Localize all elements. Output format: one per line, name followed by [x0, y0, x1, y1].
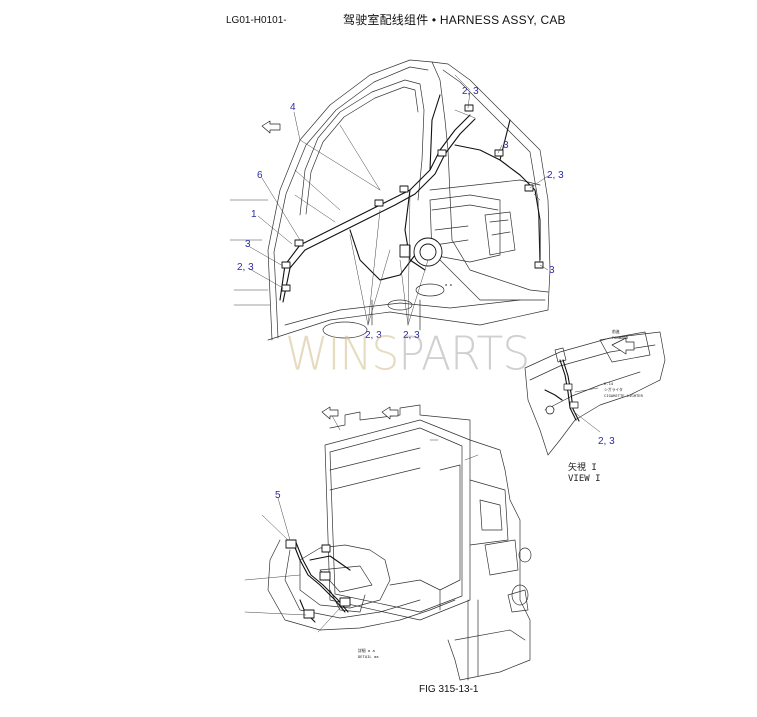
- callout-2-3: 2, 3: [598, 436, 615, 447]
- callout-3: 3: [549, 265, 555, 276]
- detail-aa-wires: [291, 539, 351, 623]
- callout-3: 3: [503, 140, 509, 151]
- figure-number: FIG 315-13-1: [419, 684, 479, 695]
- forward-en: FORWARD: [612, 335, 629, 340]
- diagram-labels: E-14 シガライタ CIGARETTE LIGHTER 前進 FORWARD …: [358, 282, 644, 659]
- callout-3: 3: [245, 239, 251, 250]
- watermark-logo: WINSPARTS: [285, 327, 530, 382]
- callout-2-3: 2, 3: [365, 330, 382, 341]
- detail-arrow-icon-2: [381, 406, 399, 420]
- page-title: 驾驶室配线组件 • HARNESS ASSY, CAB: [343, 13, 566, 27]
- callout-numbers: 4 6 1 3 2, 3 2, 3 3 2, 3 3 2, 3 2, 3 5 2…: [237, 86, 615, 501]
- aa-mark: a a: [445, 282, 452, 287]
- forward-jp: 前進: [612, 329, 620, 334]
- callout-6: 6: [257, 170, 263, 181]
- callout-2-3: 2, 3: [237, 262, 254, 273]
- detail-aa-lower-parts: [267, 539, 456, 631]
- detail-aa-leader-lines: [244, 411, 479, 633]
- detail-aa-frame: [324, 404, 532, 681]
- view-i-jp: 矢視 I: [568, 461, 597, 473]
- drawing-code: LG01-H0101-: [226, 15, 287, 26]
- forward-arrow-icon: [261, 120, 281, 134]
- cab-frame-outline: [267, 59, 551, 341]
- callout-4: 4: [290, 102, 296, 113]
- detail-aa-connectors: [285, 539, 351, 619]
- view-i-detail: [524, 331, 666, 456]
- callout-2-3: 2, 3: [462, 86, 479, 97]
- view-i-en: VIEW I: [568, 474, 601, 484]
- detail-arrow-icon: [321, 406, 339, 420]
- detail-aa-jp: 詳細 a a: [358, 648, 375, 653]
- cab-connectors: [281, 104, 544, 292]
- cigarette-lighter-jp: シガライタ: [604, 387, 623, 392]
- callout-2-3: 2, 3: [403, 330, 420, 341]
- cab-leader-lines: [229, 74, 549, 326]
- callout-1: 1: [251, 209, 257, 220]
- callout-5: 5: [275, 490, 281, 501]
- detail-aa-en: DETAIL aa: [358, 654, 379, 659]
- cigarette-lighter-code: E-14: [604, 381, 614, 386]
- cigarette-lighter-en: CIGARETTE LIGHTER: [604, 393, 644, 398]
- callout-2-3: 2, 3: [547, 170, 564, 181]
